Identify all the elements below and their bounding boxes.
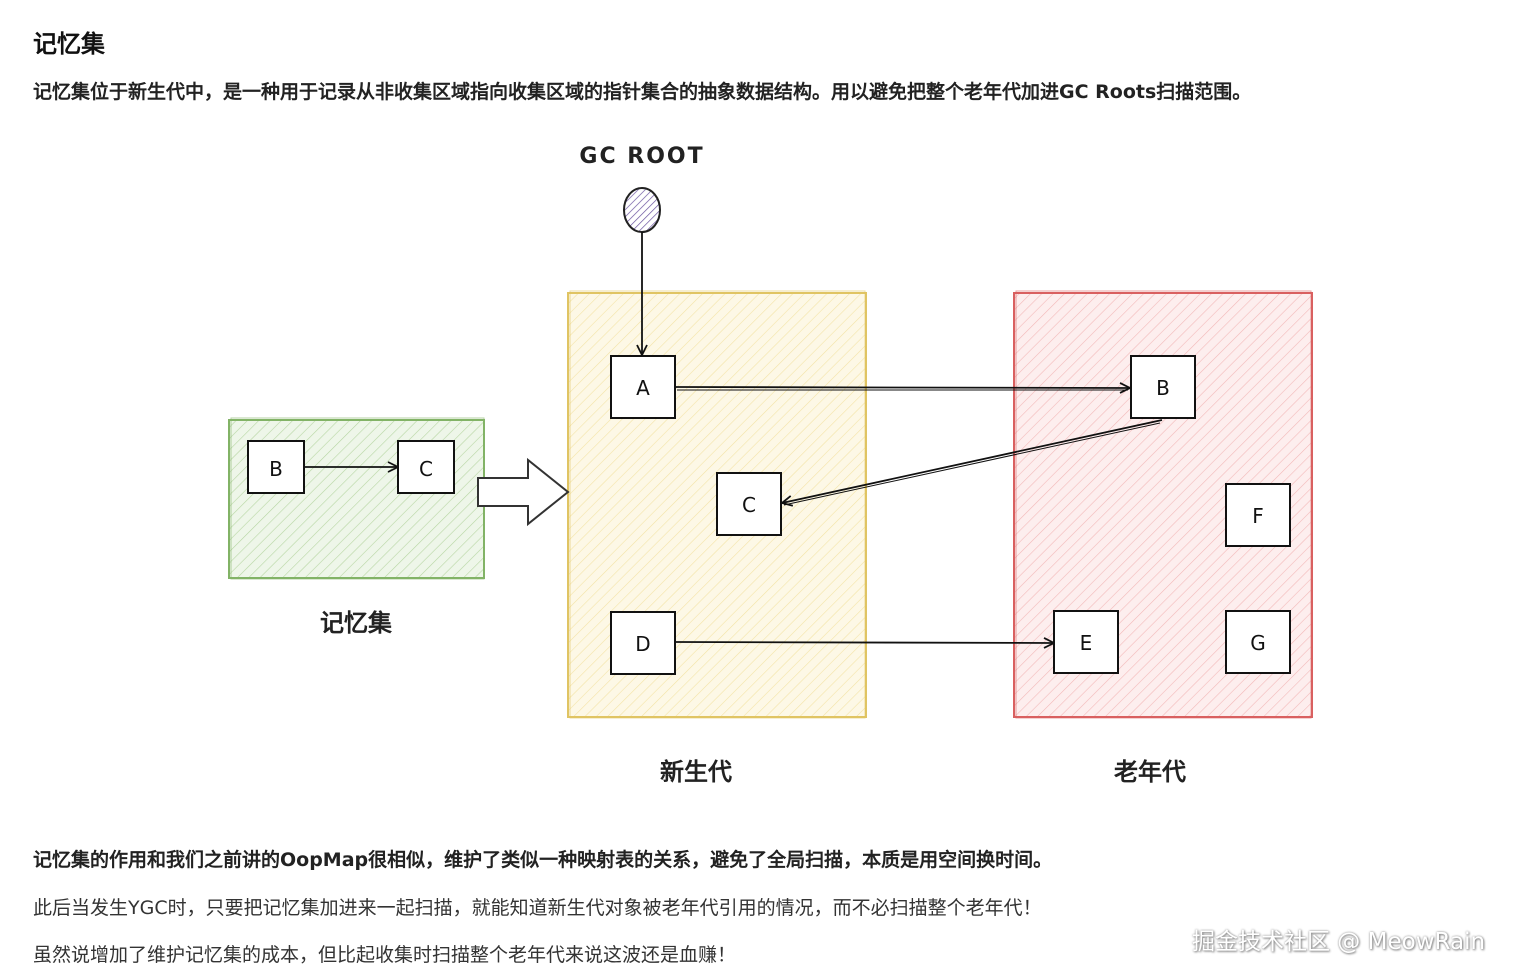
rs-node-b: B: [247, 440, 305, 494]
old-b-to-young-c-sketch-line: [783, 422, 1161, 506]
paragraph-2: 此后当发生YGC时，只要把记忆集加进来一起扫描，就能知道新生代对象被老年代引用的…: [33, 897, 1042, 919]
watermark: 掘金技术社区 @ MeowRain: [1192, 929, 1486, 955]
old-node-f: F: [1225, 483, 1291, 547]
gc-root-label: GC ROOT: [579, 144, 704, 169]
old-node-e: E: [1053, 610, 1119, 674]
old-node-b: B: [1130, 355, 1196, 419]
paragraph-3: 虽然说增加了维护记忆集的成本，但比起收集时扫描整个老年代来说这波还是血赚！: [33, 944, 737, 966]
section-heading: 记忆集: [33, 30, 105, 58]
young-node-d: D: [610, 611, 676, 675]
rs-node-c: C: [397, 440, 455, 494]
old-node-f-label: F: [1252, 504, 1264, 528]
young-gen-label: 新生代: [660, 758, 732, 786]
intro-paragraph: 记忆集位于新生代中，是一种用于记录从非收集区域指向收集区域的指针集合的抽象数据结…: [33, 81, 1252, 103]
gc-root-node: [623, 187, 661, 233]
young-d-to-old-e-arrow: [675, 642, 1054, 643]
young-node-c: C: [716, 472, 782, 536]
old-node-g: G: [1225, 610, 1291, 674]
old-gen-label: 老年代: [1114, 758, 1186, 786]
remembered-set-label: 记忆集: [320, 609, 393, 637]
old-node-b-label: B: [1156, 376, 1170, 400]
young-node-c-label: C: [742, 493, 756, 517]
young-node-a-label: A: [636, 376, 650, 400]
old-node-g-label: G: [1250, 631, 1266, 655]
rs-node-b-label: B: [269, 457, 283, 481]
young-node-a: A: [610, 355, 676, 419]
rs-node-c-label: C: [419, 457, 433, 481]
young-node-d-label: D: [635, 632, 650, 656]
old-b-to-young-c-arrow: [782, 419, 1163, 503]
rs-to-young-hollow-arrow: [477, 457, 570, 527]
old-node-e-label: E: [1080, 631, 1093, 655]
young-a-to-old-b-arrow: [674, 387, 1130, 388]
paragraph-1: 记忆集的作用和我们之前讲的OopMap很相似，维护了类似一种映射表的关系，避免了…: [33, 849, 1053, 871]
